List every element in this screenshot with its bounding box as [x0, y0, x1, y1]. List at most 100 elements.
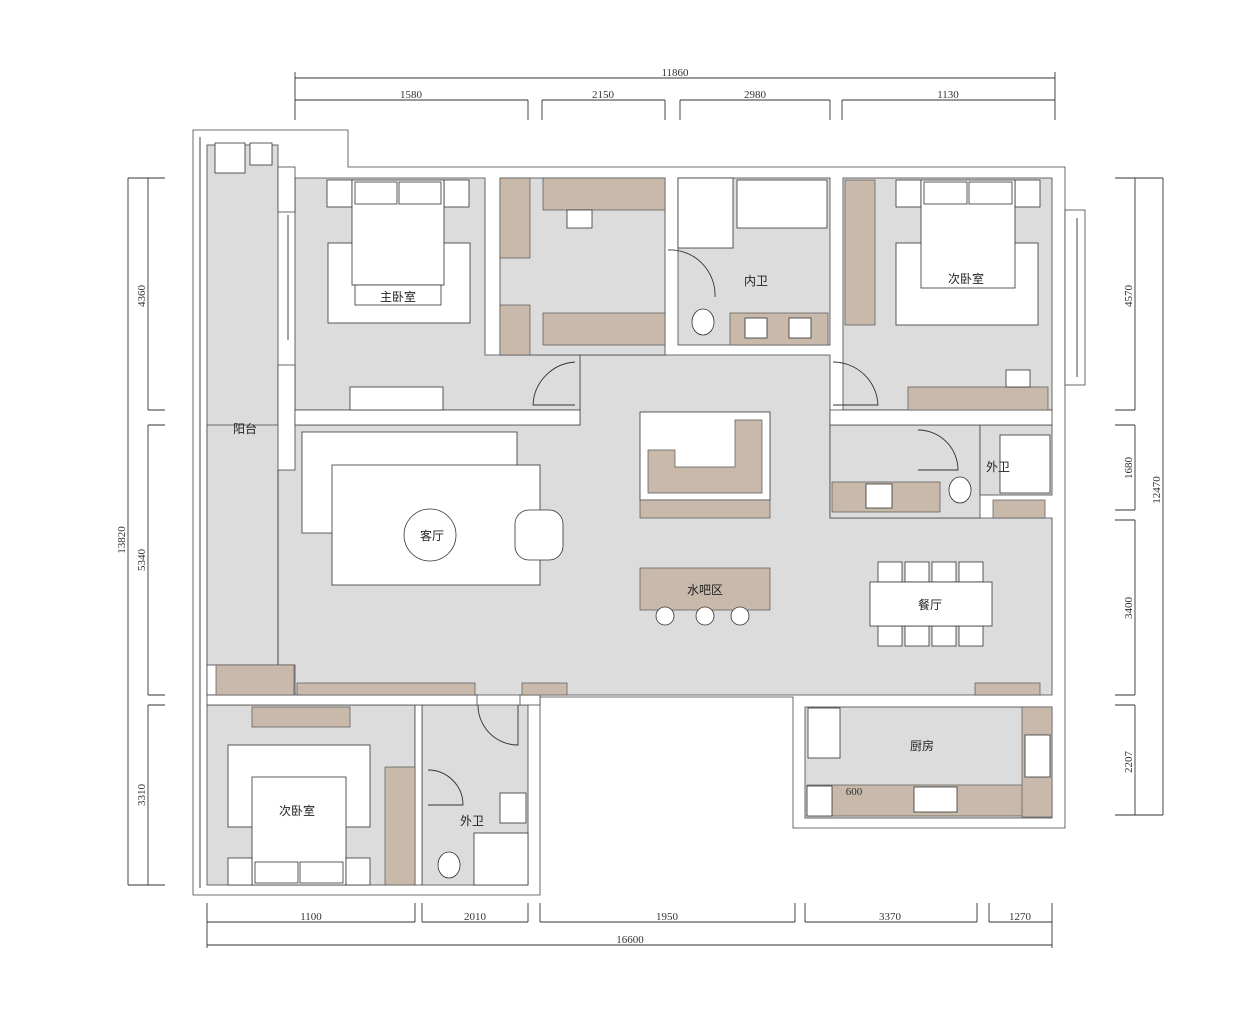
chair: [1005, 369, 1031, 388]
desk: [907, 386, 1049, 411]
balcony-sink: [249, 142, 273, 166]
coffee-table: [403, 508, 457, 562]
label-balcony: 阳台: [233, 421, 257, 436]
nightstand: [1014, 179, 1041, 208]
bathtub: [736, 179, 828, 229]
dim-bottom-total: 16600: [616, 934, 644, 946]
label-sw-bedroom: 次卧室: [279, 803, 315, 818]
dim-left-2: 5340: [136, 549, 148, 572]
wardrobe: [384, 766, 416, 886]
toilet-icon: [691, 308, 715, 336]
cabinet: [992, 499, 1046, 519]
cabinet: [974, 682, 1041, 696]
island-counter: [647, 419, 763, 494]
dim-right-2: 1680: [1123, 457, 1135, 480]
nightstand: [895, 179, 922, 208]
bay-window: [1064, 209, 1086, 386]
wall: [829, 409, 1053, 426]
sink-icon: [499, 792, 527, 824]
dimension-right: 12470 4570 1680 3400 2207: [1115, 177, 1164, 816]
cabinet: [215, 664, 295, 696]
bed-end: [354, 284, 442, 306]
label-master-bedroom: 主卧室: [380, 289, 416, 304]
dim-bottom-4: 3370: [879, 911, 902, 923]
pillow: [254, 861, 299, 884]
bar-stool: [655, 606, 675, 626]
fridge: [807, 707, 841, 759]
pillow: [354, 181, 398, 205]
nightstand: [326, 179, 353, 208]
dimension-top: 11860 1580 2150 2980 1130: [294, 67, 1056, 120]
dim-left-1: 4360: [136, 285, 148, 308]
cabinet: [296, 682, 476, 696]
armchair: [514, 509, 564, 561]
dining-table: [869, 581, 993, 627]
pillow: [398, 181, 442, 205]
wall: [277, 166, 296, 213]
cabinet: [542, 312, 666, 346]
tv-cabinet: [349, 386, 444, 411]
bar-stool: [730, 606, 750, 626]
door-swing: [832, 361, 879, 406]
door-swing: [427, 769, 464, 806]
dim-bottom-1: 1100: [300, 911, 322, 923]
label-water-bar: 水吧区: [687, 583, 723, 597]
dim-top-3: 2980: [744, 89, 767, 101]
door-swing: [917, 429, 959, 471]
dim-left-total: 13820: [116, 526, 128, 554]
dim-bottom-5: 1270: [1009, 911, 1032, 923]
sink-icon: [788, 317, 812, 339]
pillow: [923, 181, 968, 205]
nightstand: [443, 179, 470, 208]
washing-machine: [214, 142, 246, 174]
tv-cabinet: [251, 706, 351, 728]
pillow: [968, 181, 1013, 205]
stool: [566, 209, 593, 229]
dimension-left: 13820 4360 5340 3310: [116, 177, 165, 886]
stove-icon: [913, 786, 958, 813]
cabinet: [639, 499, 771, 519]
label-inner-bath: 内卫: [744, 274, 768, 288]
dim-top-1: 1580: [400, 89, 423, 101]
dining-chairs: [877, 561, 984, 647]
wall: [206, 694, 478, 706]
pillow: [299, 861, 344, 884]
wall: [519, 694, 541, 706]
label-kitchen: 厨房: [910, 738, 934, 753]
water-bar: [639, 567, 771, 611]
dim-bottom-3: 1950: [656, 911, 679, 923]
sink-icon: [744, 317, 768, 339]
dim-right-3: 3400: [1123, 597, 1135, 620]
cabinet: [521, 682, 568, 696]
cabinet: [499, 177, 531, 259]
label-ne-bedroom: 次卧室: [948, 271, 984, 286]
cabinet: [806, 785, 833, 817]
dim-left-3: 3310: [136, 784, 148, 807]
toilet-icon: [437, 851, 461, 879]
shower: [999, 434, 1051, 494]
sink-icon: [1024, 734, 1051, 778]
label-living-room: 客厅: [420, 528, 444, 543]
dim-bottom-2: 2010: [464, 911, 487, 923]
door-swing: [667, 249, 716, 298]
wall: [414, 704, 423, 886]
label-dining-room: 餐厅: [918, 597, 942, 612]
wardrobe: [844, 179, 876, 326]
shower: [473, 832, 529, 886]
door-swing: [532, 361, 576, 406]
dimension-bottom: 1100 2010 1950 3370 1270 16600: [206, 903, 1053, 948]
dim-right-1: 4570: [1123, 285, 1135, 308]
dim-top-4: 1130: [937, 89, 959, 101]
nightstand: [345, 857, 371, 886]
sink-icon: [865, 483, 893, 509]
wall: [294, 409, 581, 426]
dim-right-4: 2207: [1123, 751, 1135, 774]
toilet-icon: [948, 476, 972, 504]
door-swing: [477, 704, 519, 746]
dim-top-total: 11860: [661, 67, 689, 79]
cabinet: [499, 304, 531, 356]
label-ne-outer-bath: 外卫: [986, 460, 1010, 474]
wall: [277, 364, 296, 471]
kitchen-note: 600: [846, 786, 863, 798]
